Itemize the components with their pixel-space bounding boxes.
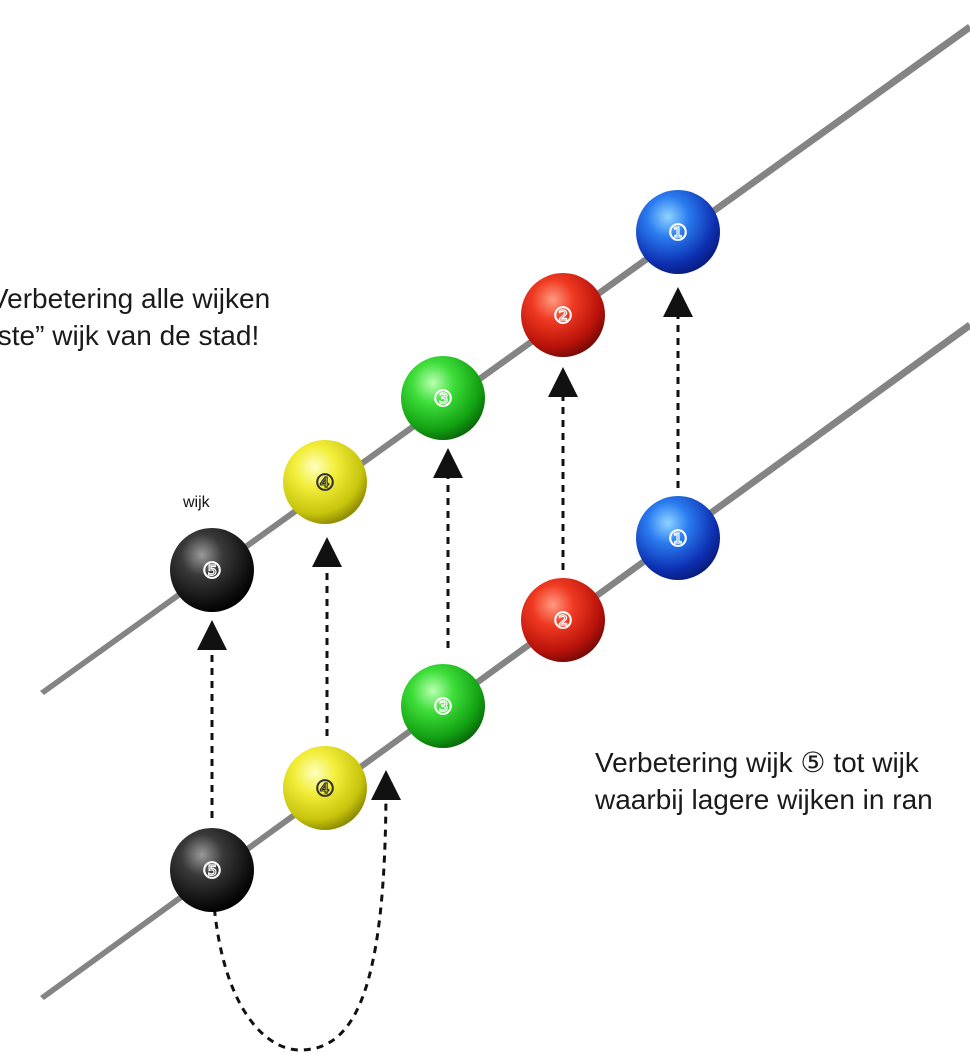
svg-text:③: ③ — [433, 387, 453, 412]
svg-text:③: ③ — [433, 695, 453, 720]
svg-text:①: ① — [668, 221, 688, 246]
svg-text:⑤: ⑤ — [202, 559, 222, 584]
caption-bottom: Verbetering wijk ⑤ tot wijk waarbij lage… — [595, 744, 933, 818]
top-ball-3: ③ — [401, 356, 485, 440]
top-ball-5: ⑤ — [170, 528, 254, 612]
top-rod — [40, 24, 970, 695]
svg-text:④: ④ — [315, 777, 335, 802]
caption-bottom-line-1: Verbetering wijk ⑤ tot wijk — [595, 747, 919, 778]
svg-text:⑤: ⑤ — [202, 859, 222, 884]
svg-text:②: ② — [553, 609, 573, 634]
curved-arrow — [210, 770, 401, 1052]
bottom-rod — [40, 322, 970, 1000]
caption-bottom-line-2: waarbij lagere wijken in ran — [595, 784, 933, 815]
caption-top: Verbetering alle wijken tste” wijk van d… — [0, 280, 270, 354]
top-ball-4: ④ — [283, 440, 367, 524]
bottom-ball-1: ① — [636, 496, 720, 580]
bottom-ball-5: ⑤ — [170, 828, 254, 912]
wijk-label: wijk — [183, 494, 210, 511]
caption-top-line-1: Verbetering alle wijken — [0, 283, 271, 314]
caption-top-line-2: tste” wijk van de stad! — [0, 320, 260, 351]
bottom-ball-3: ③ — [401, 664, 485, 748]
svg-text:④: ④ — [315, 471, 335, 496]
bottom-ball-2: ② — [521, 578, 605, 662]
bottom-ball-4: ④ — [283, 746, 367, 830]
svg-text:②: ② — [553, 304, 573, 329]
top-ball-1: ① — [636, 190, 720, 274]
top-ball-2: ② — [521, 273, 605, 357]
svg-text:①: ① — [668, 527, 688, 552]
